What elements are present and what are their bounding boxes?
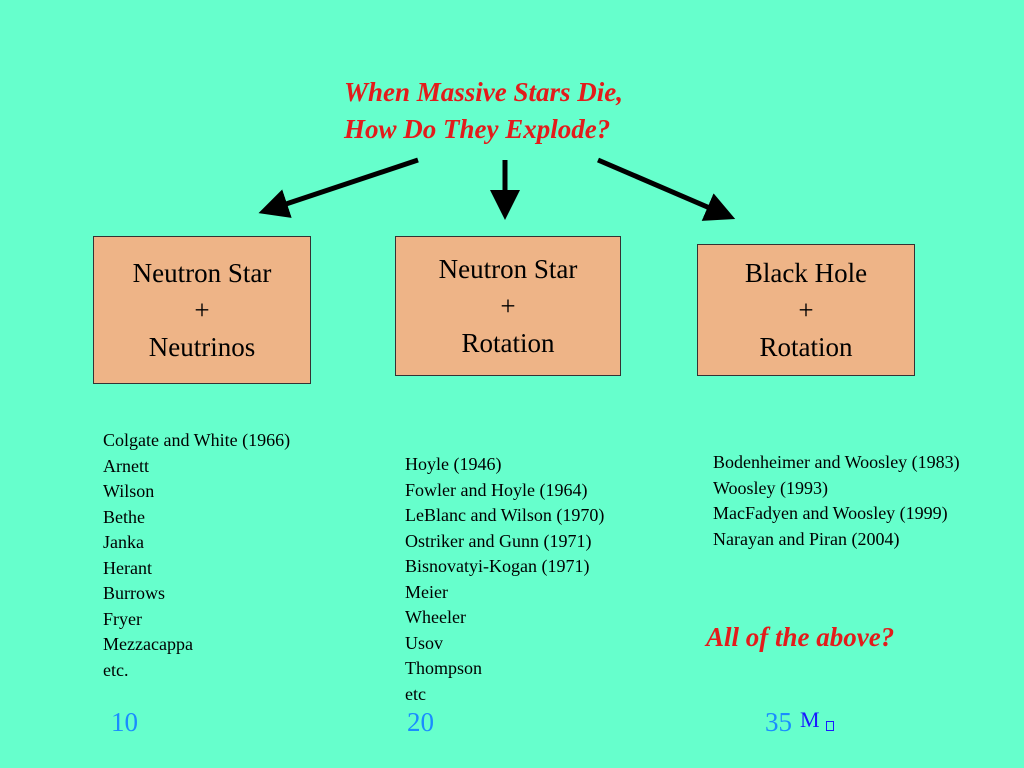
list-item: Bisnovatyi-Kogan (1971) xyxy=(405,556,590,576)
list-item: Wheeler xyxy=(405,607,466,627)
solar-symbol-icon xyxy=(826,721,834,731)
solar-mass-unit: M xyxy=(800,707,820,732)
arrow-left xyxy=(258,157,419,218)
title-line-2: How Do They Explode? xyxy=(344,114,611,144)
box-black-hole-rotation: Black Hole + Rotation xyxy=(697,244,915,376)
list-item: Usov xyxy=(405,632,444,653)
list-item: Hoyle (1946) xyxy=(405,454,502,474)
list-item: etc. xyxy=(103,659,129,680)
list-item: Mezzacappa xyxy=(103,634,193,654)
box-line: Black Hole xyxy=(744,257,868,288)
box-line: Neutron Star xyxy=(438,253,578,284)
box-line: Neutron Star xyxy=(132,257,272,288)
list-item: Thompson xyxy=(405,658,483,678)
mass-label-20: 20 xyxy=(407,707,434,737)
box-neutron-star-rotation: Neutron Star + Rotation xyxy=(395,236,621,376)
box-line: Rotation xyxy=(461,327,555,358)
list-item: Herant xyxy=(103,557,152,578)
list-item: MacFadyen and Woosley (1999) xyxy=(713,503,948,523)
reference-list-neutron-rotation: Hoyle (1946) Fowler and Hoyle (1964) LeB… xyxy=(405,452,604,707)
mass-label-35: 35 xyxy=(765,707,792,737)
box-line: + xyxy=(500,290,516,321)
mass-label-10: 10 xyxy=(111,707,138,737)
reference-list-neutrinos: Colgate and White (1966) Arnett Wilson B… xyxy=(103,428,290,683)
diagram-title: When Massive Stars Die, How Do They Expl… xyxy=(344,74,623,148)
box-line: Rotation xyxy=(759,331,853,362)
arrow-right xyxy=(597,157,736,221)
list-item: etc xyxy=(405,683,426,704)
list-item: Narayan and Piran (2004) xyxy=(713,528,900,549)
list-item: Ostriker and Gunn (1971) xyxy=(405,530,592,551)
list-item: Fryer xyxy=(103,608,142,629)
list-item: Burrows xyxy=(103,583,165,603)
all-of-the-above-question: All of the above? xyxy=(706,622,895,652)
box-neutron-star-neutrinos: Neutron Star + Neutrinos xyxy=(93,236,311,384)
list-item: Meier xyxy=(405,581,448,602)
box-line: Neutrinos xyxy=(148,331,256,362)
list-item: Bethe xyxy=(103,506,145,527)
list-item: Janka xyxy=(103,532,144,552)
box-line: + xyxy=(194,294,210,325)
list-item: LeBlanc and Wilson (1970) xyxy=(405,505,605,525)
list-item: Bodenheimer and Woosley (1983) xyxy=(713,452,960,472)
list-item: Wilson xyxy=(103,481,155,501)
list-item: Woosley (1993) xyxy=(713,477,829,498)
box-line: + xyxy=(798,294,814,325)
reference-list-black-hole: Bodenheimer and Woosley (1983) Woosley (… xyxy=(713,450,960,552)
list-item: Colgate and White (1966) xyxy=(103,430,291,450)
title-line-1: When Massive Stars Die, xyxy=(344,77,624,107)
list-item: Fowler and Hoyle (1964) xyxy=(405,479,588,500)
list-item: Arnett xyxy=(103,455,149,476)
